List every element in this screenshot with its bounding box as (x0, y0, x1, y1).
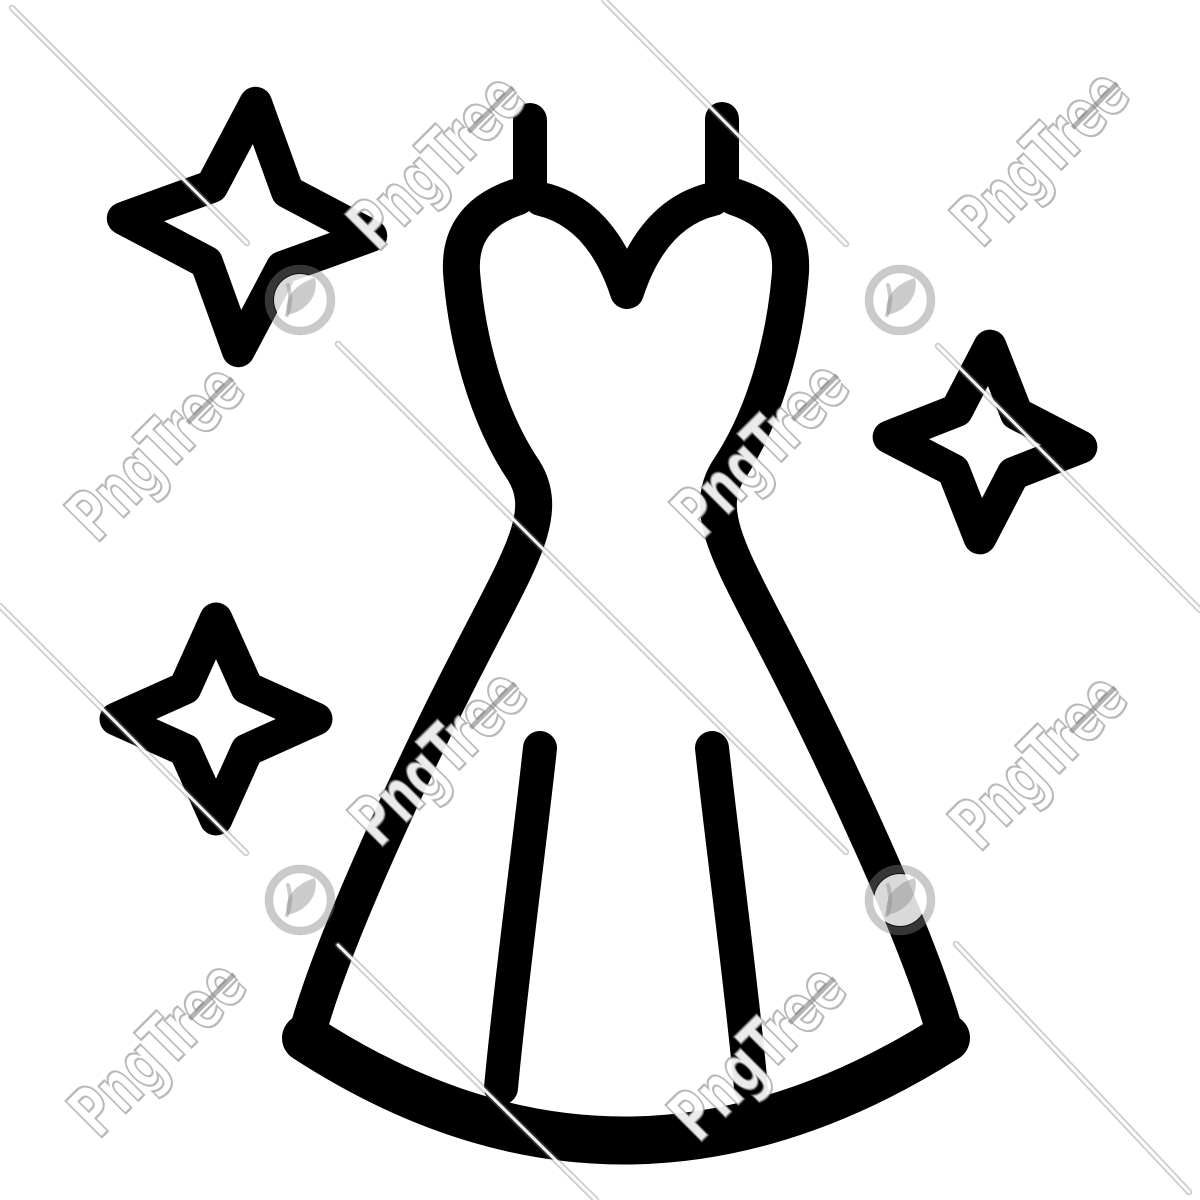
dress-hem (282, 1014, 970, 1165)
pngtree-logo-icon (264, 864, 336, 936)
pngtree-logo-icon (864, 264, 936, 336)
sparkle-star-bottom-left-icon (99, 602, 333, 836)
pngtree-logo-icon (864, 864, 936, 936)
pngtree-logo-icon (264, 264, 336, 336)
dress-sweetheart-neckline (524, 182, 730, 309)
dress-right-pleat (695, 731, 768, 1105)
dress-left-pleat (484, 731, 557, 1105)
sparkle-star-top-left-icon (106, 86, 388, 368)
sparkle-star-right-icon (872, 329, 1098, 555)
